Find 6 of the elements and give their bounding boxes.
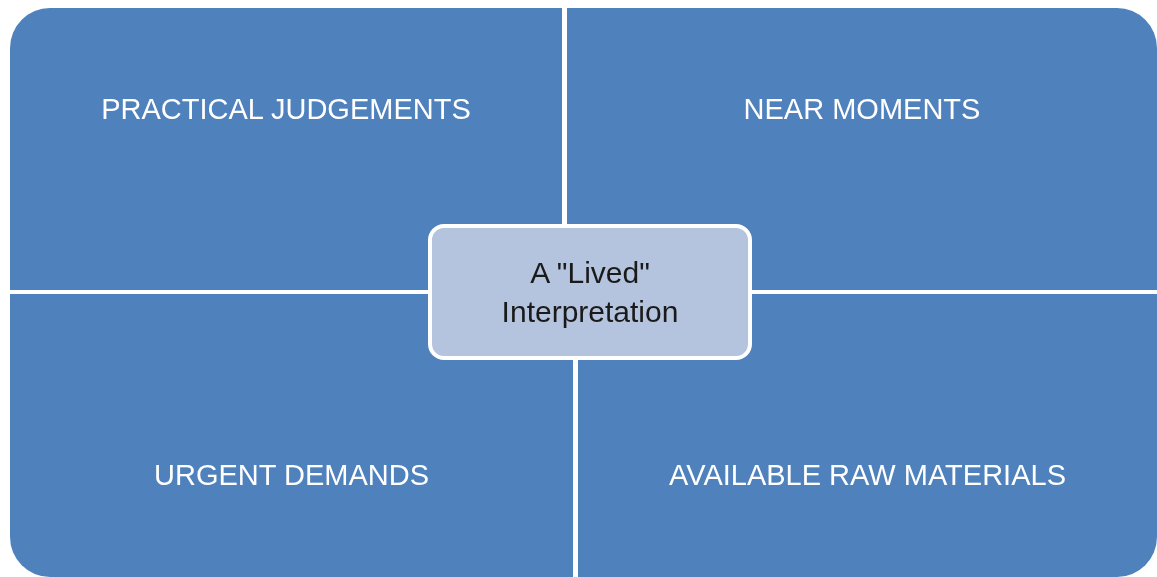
quadrant-label: AVAILABLE RAW MATERIALS (669, 458, 1066, 493)
quadrant-label: NEAR MOMENTS (743, 92, 981, 127)
quadrant-label: URGENT DEMANDS (154, 458, 429, 493)
quadrant-label: PRACTICAL JUDGEMENTS (101, 92, 471, 127)
center-box (428, 224, 752, 360)
center-label: A "Lived" Interpretation (500, 255, 680, 330)
